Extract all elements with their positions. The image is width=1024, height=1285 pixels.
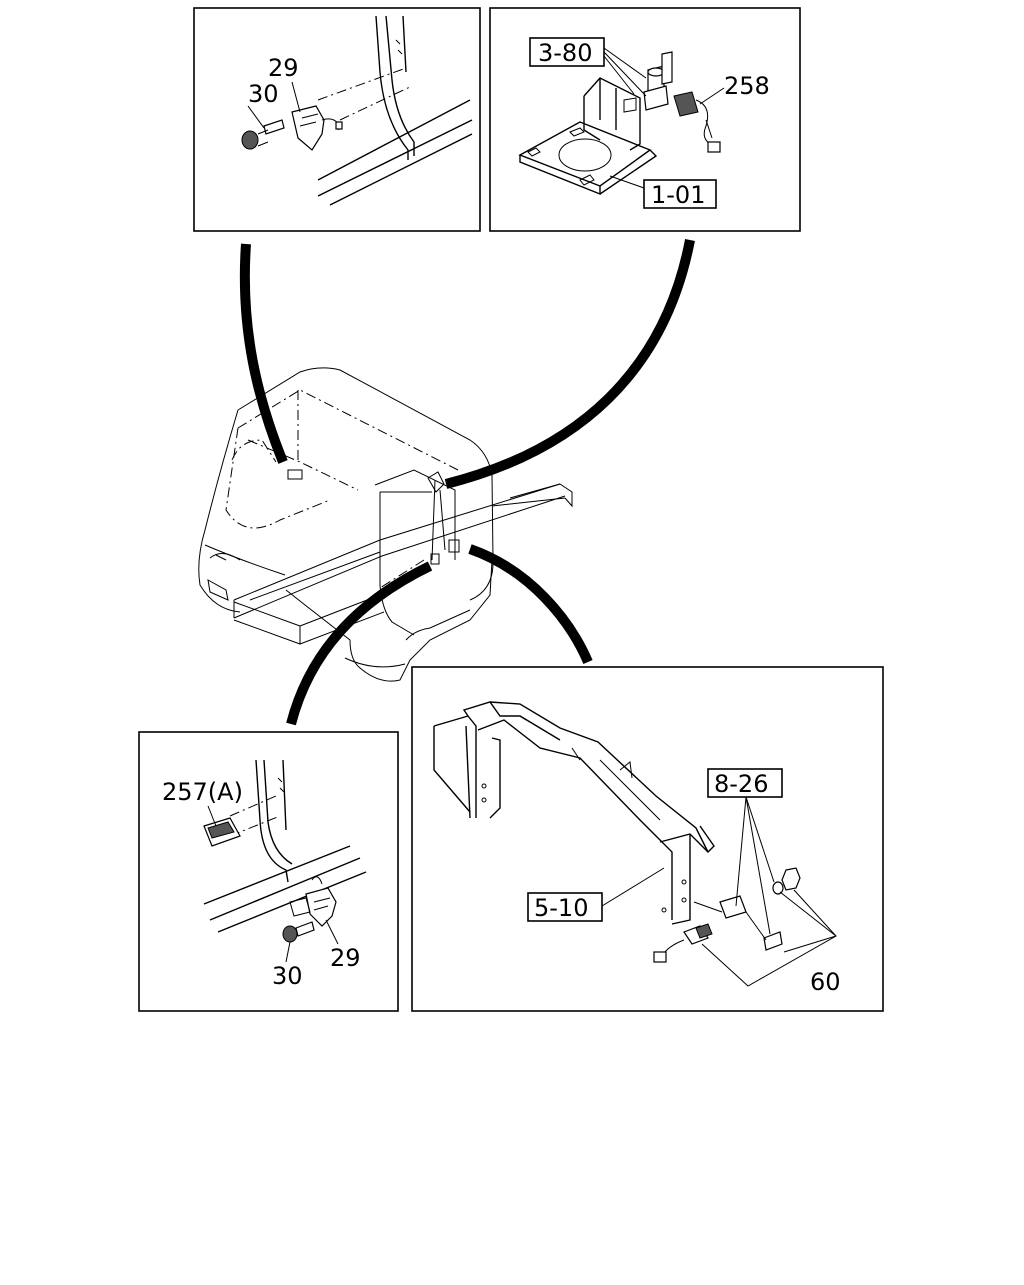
detail-panel-top-right: 3-80 258 1-01 — [489, 7, 801, 232]
detail-panel-bottom-left: 257(A) 30 29 — [138, 731, 399, 1012]
label-258: 258 — [724, 72, 770, 100]
label-30: 30 — [248, 80, 279, 108]
detail-panel-bottom-right: 8-26 5-10 60 — [411, 666, 884, 1012]
label-3-80: 3-80 — [538, 39, 592, 67]
label-30-bottom: 30 — [272, 962, 303, 990]
label-8-26: 8-26 — [714, 770, 768, 798]
truck-overview-drawing — [198, 367, 573, 682]
label-257a: 257(A) — [162, 778, 243, 806]
label-1-01: 1-01 — [651, 181, 705, 209]
label-5-10: 5-10 — [534, 894, 588, 922]
ref-box-1-01 — [643, 179, 717, 209]
label-60: 60 — [810, 968, 841, 996]
label-29-bottom: 29 — [330, 944, 361, 972]
ref-box-5-10 — [527, 892, 603, 922]
callout-leaders — [239, 239, 695, 726]
detail-panel-top-left: 30 29 — [193, 7, 481, 232]
ref-box-8-26 — [707, 768, 783, 798]
label-29: 29 — [268, 54, 299, 82]
